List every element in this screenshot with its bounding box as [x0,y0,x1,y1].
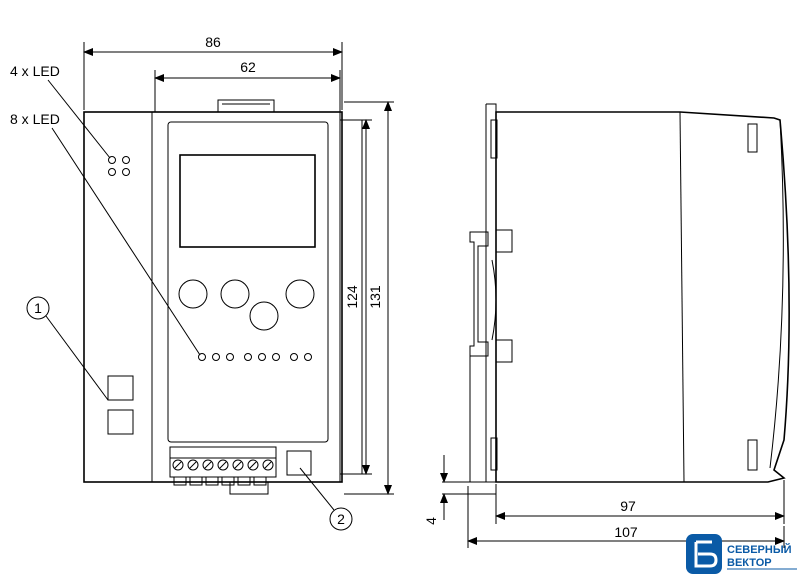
button-mid-icon [220,279,250,309]
terminal-screw-slot [174,461,182,469]
terminal-screw-slot [249,461,257,469]
led8-label: 8 x LED [10,111,60,127]
port-upper [107,375,134,401]
dim-107-label: 107 [614,524,638,540]
terminal-screw-slot [234,461,242,469]
terminal-screw-icon [217,459,229,471]
terminal-screw-icon [247,459,259,471]
leader-callout2 [299,467,335,511]
terminal-screw-slot [189,461,197,469]
dim-4-label: 4 [423,517,439,525]
side-housing [495,111,790,483]
side-latch-bottom [747,439,758,471]
dim-131-label: 131 [367,285,383,309]
side-view: 4 97 107 [423,103,790,548]
dim-86-label: 86 [205,34,221,50]
leader-8led [51,127,201,356]
terminal-screw-icon [262,459,274,471]
terminal-screw-slot [204,461,212,469]
terminal-screw-icon [187,459,199,471]
display-screen [179,154,316,248]
button-right-icon [285,279,315,309]
front-view: 86 62 124 131 4 x LED 8 x LED 1 2 [10,34,394,531]
terminal-screw-icon [232,459,244,471]
terminal-screw-icon [172,459,184,471]
led-row-8 [198,353,312,361]
dim-97-label: 97 [620,498,636,514]
callout-2-label: 2 [337,511,345,527]
led4-label: 4 x LED [10,63,60,79]
front-housing [83,111,343,483]
terminal-block [169,446,277,486]
terminal-screw-slot [264,461,272,469]
bottom-clip [229,481,269,495]
top-clip [217,99,275,113]
button-left-icon [178,279,208,309]
callout-1-label: 1 [34,300,42,316]
front-panel [167,121,329,443]
leader-callout1 [45,315,109,401]
side-latch-top [747,123,758,153]
logo-line2: ВЕКТОР [727,557,772,569]
port-lower [107,409,134,435]
callout-1-circle [26,296,50,320]
dim-62-label: 62 [240,59,256,75]
logo-line1: СЕВЕРНЫЙ [727,543,792,556]
leader-4led [47,79,111,159]
dim-124-label: 124 [344,285,360,309]
din-rail [469,231,489,357]
terminal-screw-slot [219,461,227,469]
led-group-4 [108,156,130,176]
terminal-screw-icon [202,459,214,471]
service-connector [286,450,312,476]
button-center-icon [249,301,279,331]
callout-2-circle [329,507,353,531]
rail-clip-profile [486,103,513,483]
brand-logo: СЕВЕРНЫЙ ВЕКТОР [686,534,797,574]
